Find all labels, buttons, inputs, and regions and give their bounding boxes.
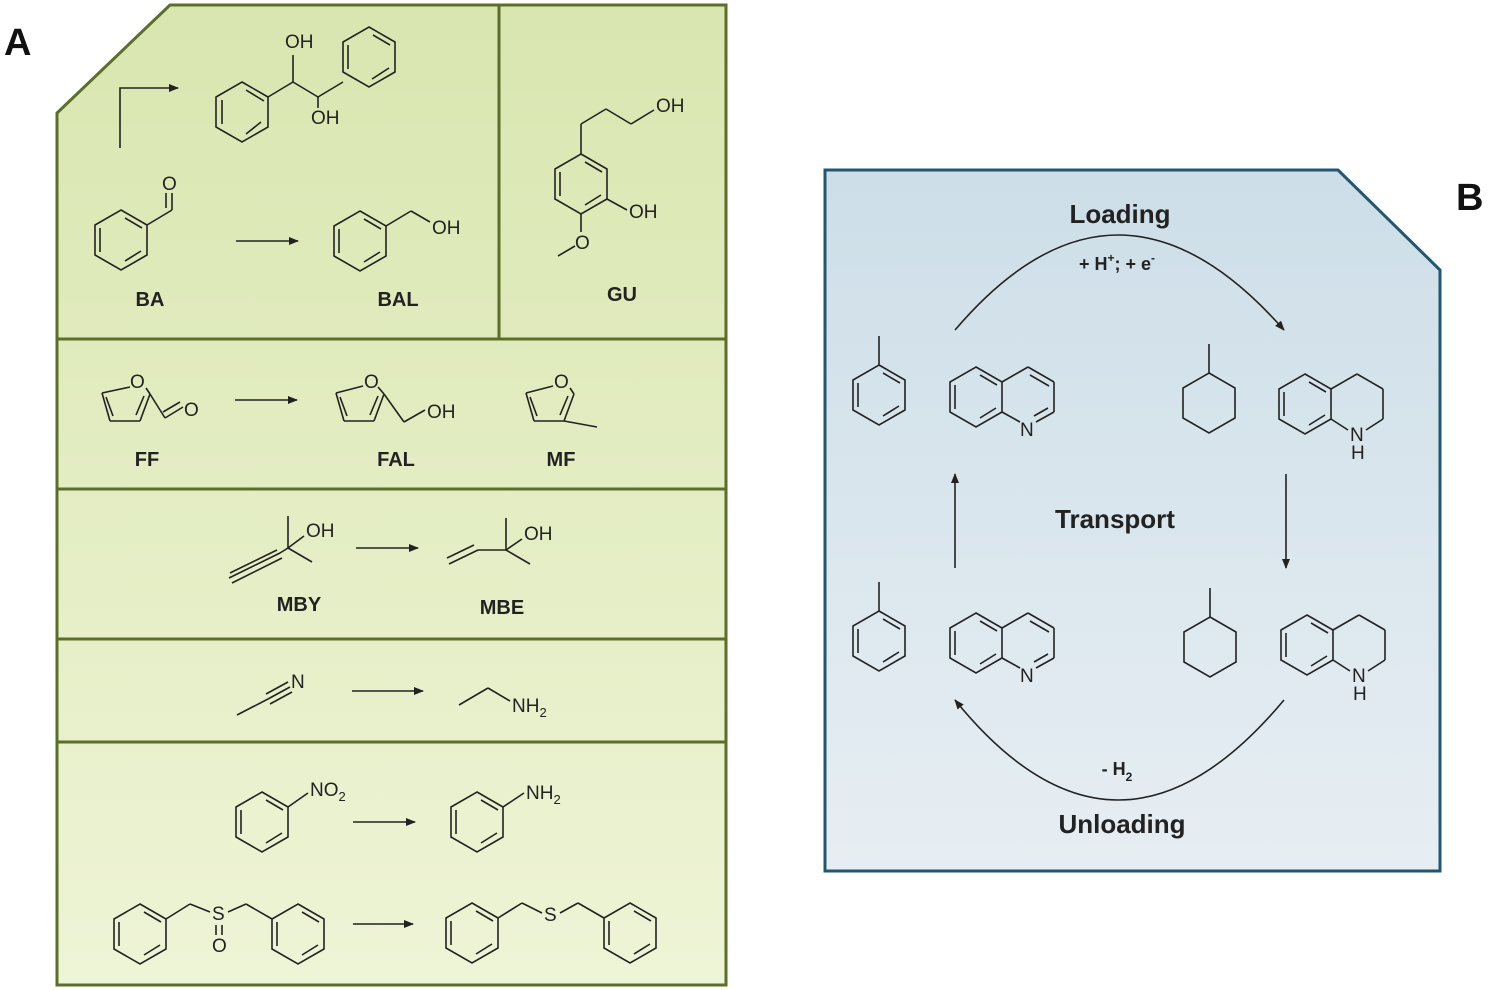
unloading-arc-arrow bbox=[954, 699, 1285, 801]
panel-a: A bbox=[4, 3, 728, 987]
loading-label: Loading bbox=[1069, 199, 1170, 229]
panel-b-letter: B bbox=[1456, 177, 1483, 219]
sulfur-label: S bbox=[544, 905, 557, 926]
hydroxyl-label: OH bbox=[432, 218, 461, 239]
hydroxyl-label: OH bbox=[427, 402, 456, 423]
toluene-top bbox=[852, 336, 906, 426]
amine-label: NH2 bbox=[512, 696, 547, 720]
tetrahydroquinoline-bottom: N H bbox=[1280, 614, 1386, 705]
panel-a-frame bbox=[55, 3, 728, 987]
hydrogen-label: H bbox=[1351, 443, 1365, 464]
hydroxyl-label: OH bbox=[311, 108, 340, 129]
cell-guaiacyl: OH OH O GU bbox=[554, 96, 685, 306]
nitrogen-label: N bbox=[1020, 420, 1034, 441]
label-bal: BAL bbox=[377, 289, 418, 311]
oxygen-label: O bbox=[575, 233, 590, 254]
cell-furfural: O O FF O OH FAL bbox=[101, 372, 598, 471]
oxygen-label: O bbox=[364, 372, 379, 393]
hydroxyl-label: OH bbox=[285, 32, 314, 53]
dibenzyl-sulfide-structure: S bbox=[445, 902, 657, 964]
panel-b: B Loading + H+; + e- Transport - H2 Unlo… bbox=[823, 168, 1483, 873]
loading-arc-arrow bbox=[954, 234, 1285, 331]
methylcyclohexane-bottom bbox=[1183, 588, 1237, 678]
toluene-bottom bbox=[852, 582, 906, 672]
nitrogen-label: N bbox=[291, 672, 305, 693]
nitrobenzene-structure: NO2 bbox=[235, 780, 346, 853]
methylcyclohexane-top bbox=[1182, 344, 1236, 434]
label-mby: MBY bbox=[277, 594, 322, 616]
label-ba: BA bbox=[136, 289, 165, 311]
hydrobenzoin-structure: OH OH bbox=[215, 26, 396, 143]
furfuryl-alcohol-structure: O OH bbox=[335, 372, 456, 423]
hydroxyl-label: OH bbox=[629, 202, 658, 223]
dibenzyl-sulfoxide-structure: S O bbox=[113, 903, 325, 965]
nitrogen-label: N bbox=[1352, 666, 1366, 687]
nitrogen-label: N bbox=[1350, 425, 1364, 446]
loading-conditions: + H+; + e- bbox=[1079, 251, 1155, 274]
oxygen-label: O bbox=[130, 372, 145, 393]
quinoline-bottom: N bbox=[949, 612, 1055, 687]
unloading-label: Unloading bbox=[1058, 809, 1185, 839]
quinoline-top: N bbox=[949, 366, 1055, 441]
tetrahydroquinoline-top: N H bbox=[1278, 373, 1384, 464]
label-mf: MF bbox=[547, 449, 576, 471]
hydroxyl-label: OH bbox=[306, 521, 335, 542]
hydroxyl-label: OH bbox=[524, 524, 553, 545]
amine-label: NH2 bbox=[526, 783, 561, 807]
hydroxyl-label: OH bbox=[656, 96, 685, 117]
bent-arrow bbox=[119, 84, 179, 148]
label-fal: FAL bbox=[377, 449, 415, 471]
methylfuran-structure: O bbox=[525, 372, 598, 428]
label-mbe: MBE bbox=[480, 597, 524, 619]
benzaldehyde-structure: O bbox=[94, 174, 177, 271]
cell-nitrobenzene: NO2 NH2 S O bbox=[113, 780, 657, 965]
mbe-structure: OH bbox=[446, 518, 553, 565]
hydrogen-label: H bbox=[1353, 684, 1367, 705]
panel-b-frame bbox=[823, 168, 1442, 873]
aniline-structure: NH2 bbox=[450, 783, 561, 853]
mby-structure: OH bbox=[228, 516, 335, 584]
cell-benzaldehyde: OH OH O BA bbox=[94, 26, 461, 311]
oxygen-label: O bbox=[554, 372, 569, 393]
nitrogen-label: N bbox=[1020, 666, 1034, 687]
label-ff: FF bbox=[135, 449, 159, 471]
furfural-structure: O O bbox=[101, 372, 199, 422]
panel-a-letter: A bbox=[4, 22, 31, 64]
cell-acetonitrile: N NH2 bbox=[236, 672, 547, 720]
cell-methylbutynol: OH MBY OH MBE bbox=[228, 516, 553, 619]
oxygen-label: O bbox=[212, 936, 227, 957]
label-gu: GU bbox=[607, 284, 637, 306]
oxygen-label: O bbox=[162, 174, 177, 195]
sulfur-label: S bbox=[212, 904, 225, 925]
transport-label: Transport bbox=[1055, 504, 1175, 534]
unloading-conditions: - H2 bbox=[1102, 759, 1133, 784]
nitro-label: NO2 bbox=[310, 780, 346, 804]
benzyl-alcohol-structure: OH bbox=[333, 210, 461, 272]
oxygen-label: O bbox=[184, 400, 199, 421]
